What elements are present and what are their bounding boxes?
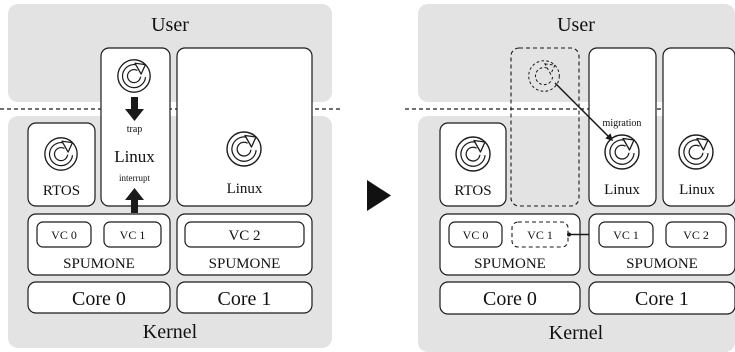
left-core1-label: Core 1 <box>218 288 272 310</box>
right-vc1-box <box>598 221 654 248</box>
left-vc0-label: VC 0 <box>51 228 77 242</box>
left-vc2-box <box>184 221 305 248</box>
left-linux2-label: Linux <box>227 181 263 197</box>
left-rtos-process-icon <box>45 138 77 170</box>
left-core1-box <box>176 281 313 314</box>
right-linux-process-icon <box>605 135 639 169</box>
left-vc1-label: VC 1 <box>120 228 146 242</box>
migration-arrow <box>554 82 614 142</box>
right-spumone2-label: SPUMONE <box>626 256 698 272</box>
left-linux2-process-icon <box>227 132 261 166</box>
right-linux2-process-icon <box>679 135 713 169</box>
right-vc2-box <box>665 221 727 248</box>
right-vc1-label: VC 1 <box>613 228 639 242</box>
vc-migration-arrow-tail <box>567 232 571 237</box>
left-user-label: User <box>151 14 189 36</box>
left-core0-box <box>27 281 171 314</box>
right-core1-label: Core 1 <box>635 288 689 310</box>
left-spumone2-label: SPUMONE <box>209 256 281 272</box>
right-kernel-label: Kernel <box>549 322 604 344</box>
right-core0-label: Core 0 <box>483 288 537 310</box>
left-kernel-label: Kernel <box>143 321 198 343</box>
right-linux2-box <box>662 47 735 207</box>
left-linux-process-icon <box>118 60 150 92</box>
right-user-label: User <box>557 14 595 36</box>
right-core1-box <box>588 281 735 315</box>
left-diagram: User RTOS trap Linux interrupt Linux VC … <box>0 4 340 348</box>
interrupt-arrow <box>125 188 144 213</box>
left-core0-label: Core 0 <box>72 288 126 310</box>
right-rtos-label: RTOS <box>454 183 491 199</box>
right-vc2-label: VC 2 <box>683 228 709 242</box>
left-linux-label: Linux <box>114 147 155 166</box>
right-core0-box <box>439 281 581 315</box>
right-linux-label: Linux <box>604 182 640 198</box>
right-linux2-label: Linux <box>679 182 715 198</box>
left-vc2-label: VC 2 <box>228 228 260 244</box>
migration-label: migration <box>603 118 642 129</box>
left-rtos-label: RTOS <box>43 183 80 199</box>
left-spumone1-label: SPUMONE <box>63 256 135 272</box>
right-diagram: User RTOS migration Linux Linux VC 0 VC … <box>405 4 735 352</box>
right-vc0-box <box>448 221 503 248</box>
play-triangle-icon <box>367 180 391 211</box>
left-linux2-box <box>176 47 313 207</box>
left-vc0-box <box>36 221 92 248</box>
interrupt-label: interrupt <box>119 173 150 183</box>
trap-label: trap <box>127 124 143 135</box>
right-spumone1-label: SPUMONE <box>474 256 546 272</box>
left-vc1-box <box>103 221 162 248</box>
trap-arrow <box>125 97 144 121</box>
right-vc0-label: VC 0 <box>463 228 489 242</box>
right-rtos-process-icon <box>456 137 490 171</box>
right-vc1-ghost-label: VC 1 <box>527 228 553 242</box>
right-linux-box <box>588 47 657 207</box>
right-migrated-linux-ghost-box <box>510 47 580 207</box>
